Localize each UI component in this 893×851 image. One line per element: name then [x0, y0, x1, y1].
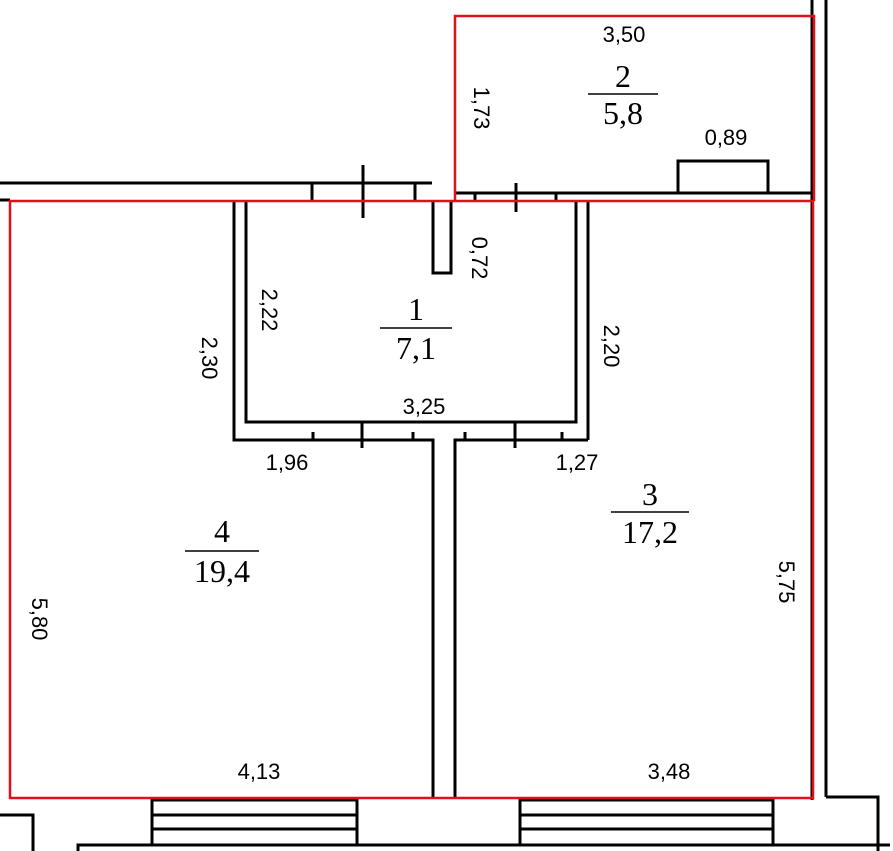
window-right: [518, 798, 775, 847]
room1-right-label: 2,20: [599, 325, 624, 368]
partition-stub: [431, 202, 453, 275]
room-4-label: 4 19,4: [185, 513, 259, 589]
room-boundaries: [8, 14, 816, 800]
room2-height-label: 1,73: [469, 87, 494, 130]
room2-width-label: 3,50: [603, 22, 646, 47]
exterior-wall-bottom: [0, 813, 35, 851]
room-number: 1: [408, 291, 424, 327]
room3-height-label: 5,75: [774, 561, 799, 604]
room4-height-label: 5,80: [27, 598, 52, 641]
room3-top-width-label: 1,27: [556, 450, 599, 475]
room4-top-width-label: 1,96: [266, 450, 309, 475]
partition-wall: [313, 438, 435, 797]
apartment-boundary: [8, 199, 815, 800]
room-area: 19,4: [194, 553, 250, 589]
room-area: 7,1: [396, 330, 436, 366]
partition-stub-label: 0,72: [467, 237, 492, 280]
room-area: 5,8: [603, 95, 643, 131]
partition-wall-right: [453, 438, 588, 797]
room2-boundary: [453, 14, 816, 201]
room4-bottom-label: 4,13: [238, 759, 281, 784]
dimension-labels: 3,50 1,73 0,89 0,72 2,22 2,20 3,25 2,30 …: [27, 22, 799, 784]
room-number: 2: [615, 58, 631, 94]
room1-left-label: 2,22: [257, 289, 282, 332]
room-number: 3: [642, 476, 658, 512]
room-area: 17,2: [622, 514, 678, 550]
room1-wall-inner: [244, 202, 578, 424]
room1-bottom-label: 3,25: [403, 394, 446, 419]
room4-upper-left-label: 2,30: [197, 337, 222, 380]
room-number: 4: [214, 513, 230, 549]
exterior-wall-corner: [826, 795, 880, 851]
room-3-label: 3 17,2: [611, 476, 689, 550]
room-1-label: 1 7,1: [380, 291, 452, 366]
window-left: [150, 798, 359, 847]
room3-bottom-label: 3,48: [648, 759, 691, 784]
room1-wall-outer: [232, 202, 313, 442]
room-2-label: 2 5,8: [588, 58, 658, 131]
niche-width-label: 0,89: [705, 125, 748, 150]
niche: [676, 159, 770, 193]
